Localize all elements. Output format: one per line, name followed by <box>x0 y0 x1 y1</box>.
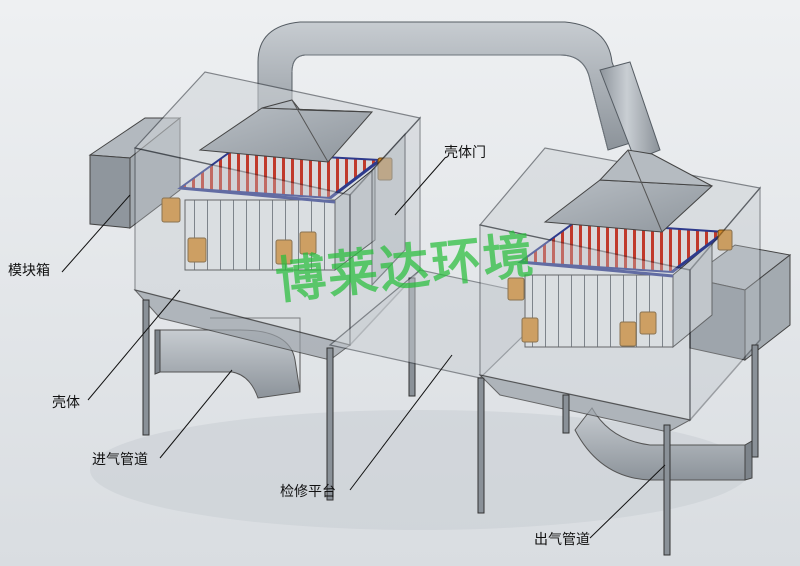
left-hood <box>198 99 374 163</box>
left-unit <box>88 71 422 501</box>
label-outlet-duct: 出气管道 <box>534 532 590 548</box>
left-internals <box>161 150 393 271</box>
outlet-duct-shape <box>574 407 753 481</box>
right-unit <box>478 147 792 556</box>
label-housing: 壳体 <box>52 395 80 411</box>
right-legs <box>562 344 759 556</box>
right-internals <box>507 220 733 349</box>
label-module-box: 模块箱 <box>8 263 50 279</box>
label-maintenance-platform: 检修平台 <box>280 484 336 500</box>
leader-lines <box>61 157 666 539</box>
connecting-duct <box>257 21 661 161</box>
label-housing-door: 壳体门 <box>444 145 486 161</box>
right-hood <box>543 149 714 233</box>
label-inlet-duct: 进气管道 <box>92 452 148 468</box>
